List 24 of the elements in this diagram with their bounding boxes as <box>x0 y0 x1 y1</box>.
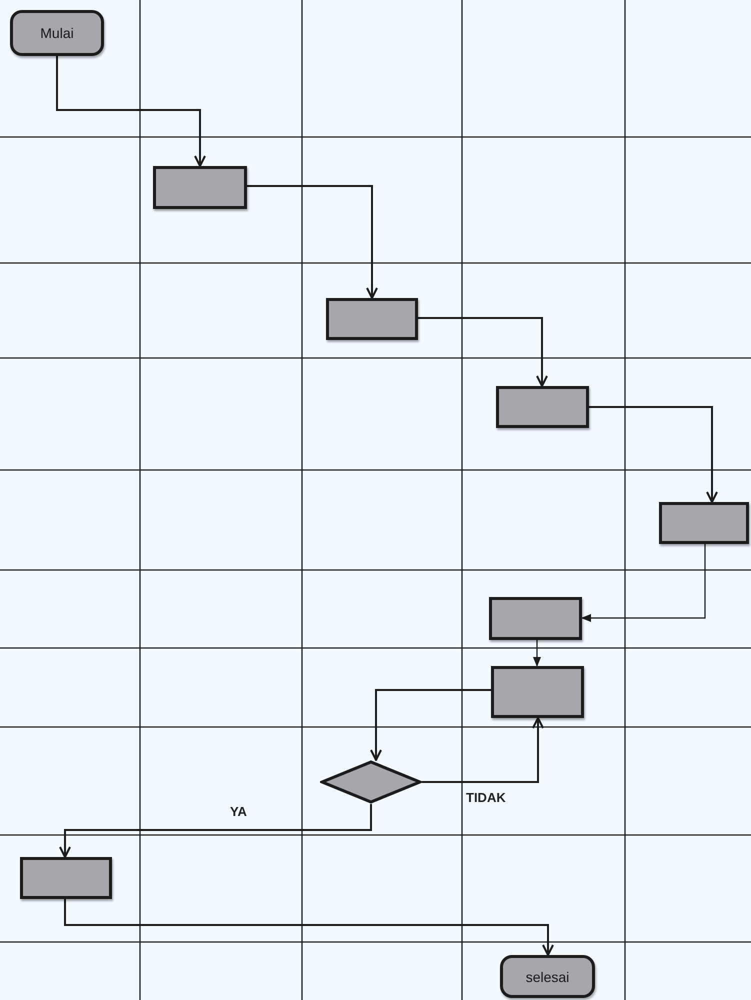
process-box <box>659 502 749 544</box>
process-box <box>491 666 584 718</box>
node-text: selesai <box>526 968 570 984</box>
edge-label: YA <box>228 804 249 819</box>
arrow <box>247 185 378 299</box>
arrow <box>370 689 491 761</box>
process-box <box>489 597 582 640</box>
edge-label: TIDAK <box>464 790 508 805</box>
terminal-box <box>10 10 104 56</box>
arrow <box>418 317 548 387</box>
process-box <box>326 298 418 340</box>
arrow <box>56 56 206 167</box>
arrow <box>581 544 706 622</box>
process-box <box>20 857 112 899</box>
node-text: Mulai <box>40 25 74 41</box>
arrow <box>64 899 554 956</box>
terminal-box <box>500 955 595 998</box>
process-box <box>496 386 589 428</box>
process-box <box>153 166 247 209</box>
arrow <box>533 640 541 667</box>
arrow <box>422 717 544 783</box>
arrow <box>59 804 372 858</box>
arrow <box>589 406 718 503</box>
decision-diamond <box>320 760 422 804</box>
